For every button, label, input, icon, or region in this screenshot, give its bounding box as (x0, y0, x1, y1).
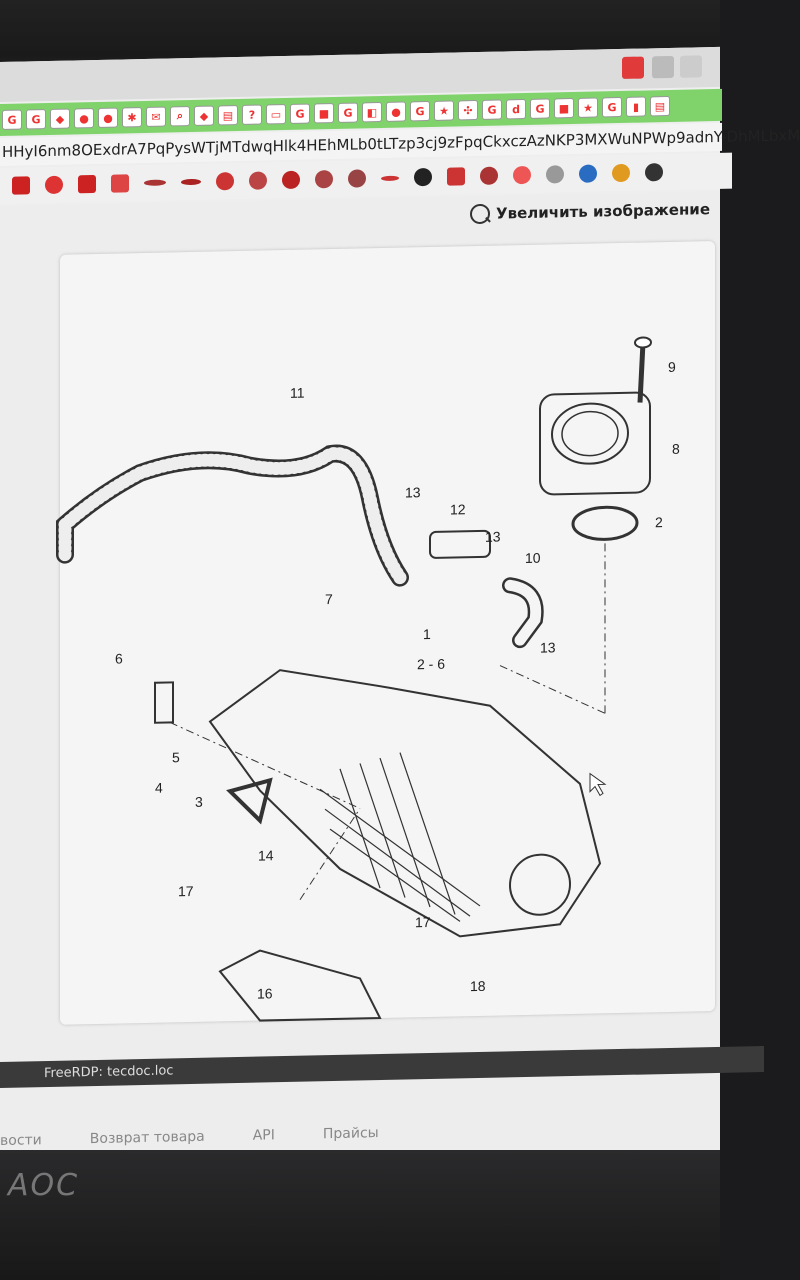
callout-label: 17 (415, 914, 431, 930)
bookmark-icon[interactable]: ◆ (194, 105, 214, 126)
bookmark-icon[interactable]: G (2, 109, 22, 130)
monitor-bezel-bottom (0, 1150, 720, 1280)
footer-link[interactable]: вости (0, 1132, 42, 1149)
bookmark-icon[interactable]: G (290, 103, 310, 124)
app-icon[interactable] (622, 56, 644, 79)
callout-label: 12 (450, 501, 466, 517)
callout-label: 13 (540, 639, 556, 655)
bookmark-icon[interactable]: ● (386, 101, 406, 122)
diagram-callouts: 11 9 8 13 12 2 13 10 7 1 2 - 6 6 13 5 4 … (115, 359, 680, 1002)
bookmark-icon[interactable]: G (338, 102, 358, 123)
extension-icon[interactable] (546, 165, 564, 184)
zoom-in-icon (470, 203, 491, 225)
manifold-grid (319, 752, 481, 922)
bolt-part (637, 342, 646, 403)
bookmark-icon[interactable]: G (530, 98, 550, 119)
valve-part (429, 529, 491, 559)
callout-label: 4 (155, 780, 163, 796)
extension-icon[interactable] (78, 174, 96, 194)
parts-diagram: 11 9 8 13 12 2 13 10 7 1 2 - 6 6 13 5 4 … (56, 336, 680, 1022)
extension-icon[interactable] (414, 167, 432, 187)
bookmark-icon[interactable]: ✣ (458, 99, 478, 121)
callout-label: 16 (257, 985, 273, 1001)
zoom-image-label: Увеличить изображение (496, 200, 710, 223)
extension-icon[interactable] (579, 164, 597, 183)
zoom-image-link[interactable]: Увеличить изображение (470, 199, 710, 225)
bracket-part (154, 681, 174, 724)
bookmark-icon[interactable]: ◧ (362, 101, 382, 123)
callout-label: 18 (470, 978, 486, 994)
extension-icon[interactable] (12, 176, 30, 195)
bookmark-icon[interactable]: G (410, 100, 430, 122)
bookmark-icon[interactable]: G (482, 99, 502, 120)
bookmark-icon[interactable]: ▭ (266, 104, 286, 125)
bookmark-icon[interactable]: ▤ (218, 105, 238, 126)
callout-label: 2 (655, 514, 663, 530)
callout-label: 13 (405, 484, 421, 500)
callout-label: 17 (178, 883, 194, 899)
screen: G G ◆ ● ● ✱ ✉ ⌕ ◆ ▤ ? ▭ G ■ G ◧ ● G ★ ✣ … (0, 46, 800, 1166)
callout-label: 11 (290, 385, 305, 401)
bookmark-icon[interactable]: ★ (434, 100, 454, 121)
extension-icon[interactable] (315, 170, 333, 189)
bookmark-icon[interactable]: ▮ (626, 96, 646, 117)
extension-icon[interactable] (144, 179, 166, 186)
callout-label: 6 (115, 650, 123, 666)
bookmark-icon[interactable]: ◆ (50, 108, 70, 129)
bookmark-icon[interactable]: ▤ (650, 95, 670, 117)
bookmark-icon[interactable]: ? (242, 104, 262, 125)
page-content: Увеличить изображение (0, 190, 720, 1166)
bookmark-icon[interactable]: d (506, 98, 526, 120)
callout-label: 9 (668, 359, 676, 375)
mouse-cursor-icon (589, 772, 607, 797)
extension-icon[interactable] (513, 165, 531, 185)
callout-label: 7 (325, 591, 333, 607)
callout-label: 8 (672, 441, 680, 457)
callout-label: 1 (423, 626, 431, 642)
hose-part (56, 444, 409, 587)
callout-label: 10 (525, 550, 541, 566)
footer-link[interactable]: Возврат товара (89, 1128, 205, 1148)
callout-label: 5 (172, 749, 180, 765)
extension-icon[interactable] (447, 167, 465, 186)
callout-label: 14 (258, 847, 274, 863)
bookmark-icon[interactable]: ● (98, 107, 118, 128)
extension-icon[interactable] (480, 166, 498, 185)
extension-icon[interactable] (249, 171, 267, 190)
gasket-part (226, 777, 273, 825)
extension-icon[interactable] (612, 163, 630, 183)
taskbar-window-title[interactable]: FreeRDP: tecdoc.loc (44, 1063, 174, 1082)
bookmark-icon[interactable]: ● (74, 108, 94, 129)
bookmark-icon[interactable]: G (26, 109, 46, 130)
sensor-part (218, 949, 382, 1022)
callout-label: 2 - 6 (417, 656, 445, 673)
bookmark-icon[interactable]: ■ (554, 97, 574, 119)
minimize-icon[interactable] (652, 55, 674, 79)
bookmark-icon[interactable]: ✱ (122, 107, 142, 128)
extension-icon[interactable] (216, 172, 234, 191)
bookmark-icon[interactable]: ✉ (146, 106, 166, 127)
extension-icon[interactable] (282, 170, 300, 190)
footer-link[interactable]: API (252, 1127, 275, 1144)
extension-icon[interactable] (181, 178, 201, 186)
callout-label: 13 (485, 529, 501, 545)
monitor-brand-logo: AOC (8, 1168, 80, 1203)
callout-label: 3 (195, 794, 203, 810)
intake-manifold-part (208, 669, 602, 938)
extension-icon[interactable] (348, 169, 366, 188)
footer-link[interactable]: Прайсы (322, 1125, 379, 1143)
throttle-body-part (539, 391, 651, 496)
bookmark-icon[interactable]: G (602, 96, 622, 118)
parts-diagram-panel[interactable]: 11 9 8 13 12 2 13 10 7 1 2 - 6 6 13 5 4 … (56, 241, 715, 1025)
bookmark-icon[interactable]: ★ (578, 97, 598, 118)
bookmark-icon[interactable]: ⌕ (170, 106, 190, 127)
extension-icon[interactable] (45, 175, 63, 195)
maximize-icon[interactable] (680, 55, 702, 78)
extension-icon[interactable] (645, 163, 663, 182)
extension-icon[interactable] (381, 175, 399, 181)
seal-ring-part (571, 505, 639, 541)
extension-icon[interactable] (111, 174, 129, 193)
bookmark-icon[interactable]: ■ (314, 103, 334, 124)
